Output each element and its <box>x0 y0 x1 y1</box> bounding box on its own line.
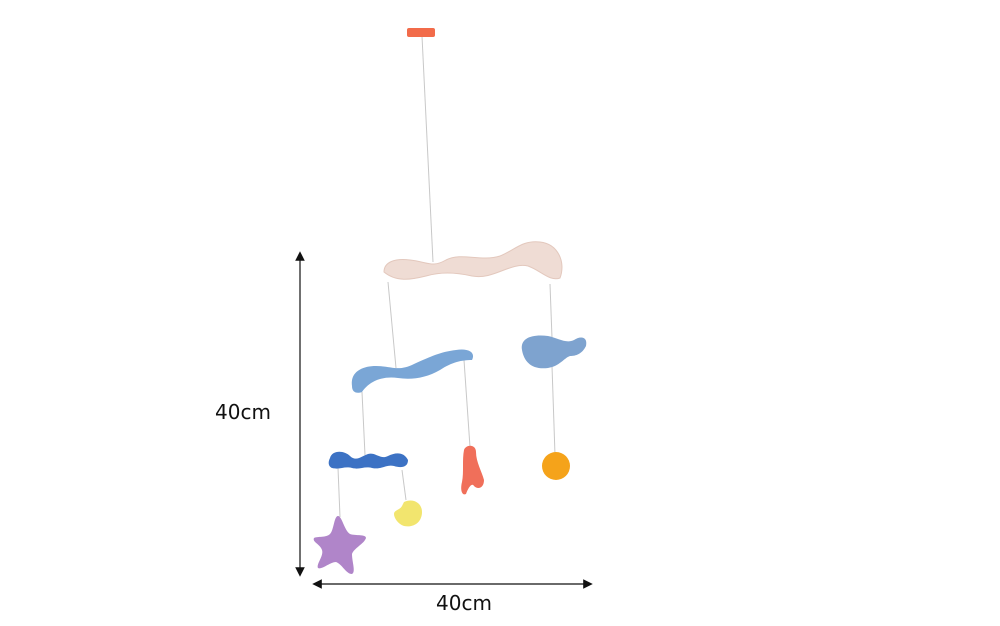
seahorse-shape <box>461 445 484 495</box>
width-label: 40cm <box>436 591 492 615</box>
strings <box>337 35 556 518</box>
cloud-bar <box>383 241 563 280</box>
starfish-shape <box>313 516 366 574</box>
sun-circle <box>542 452 570 480</box>
duck-shape <box>394 500 422 527</box>
hanger-piece <box>407 28 435 37</box>
dark-blue-wave <box>328 451 408 469</box>
whale-shape <box>521 335 587 369</box>
light-blue-wave <box>351 349 474 393</box>
height-label: 40cm <box>215 400 271 424</box>
